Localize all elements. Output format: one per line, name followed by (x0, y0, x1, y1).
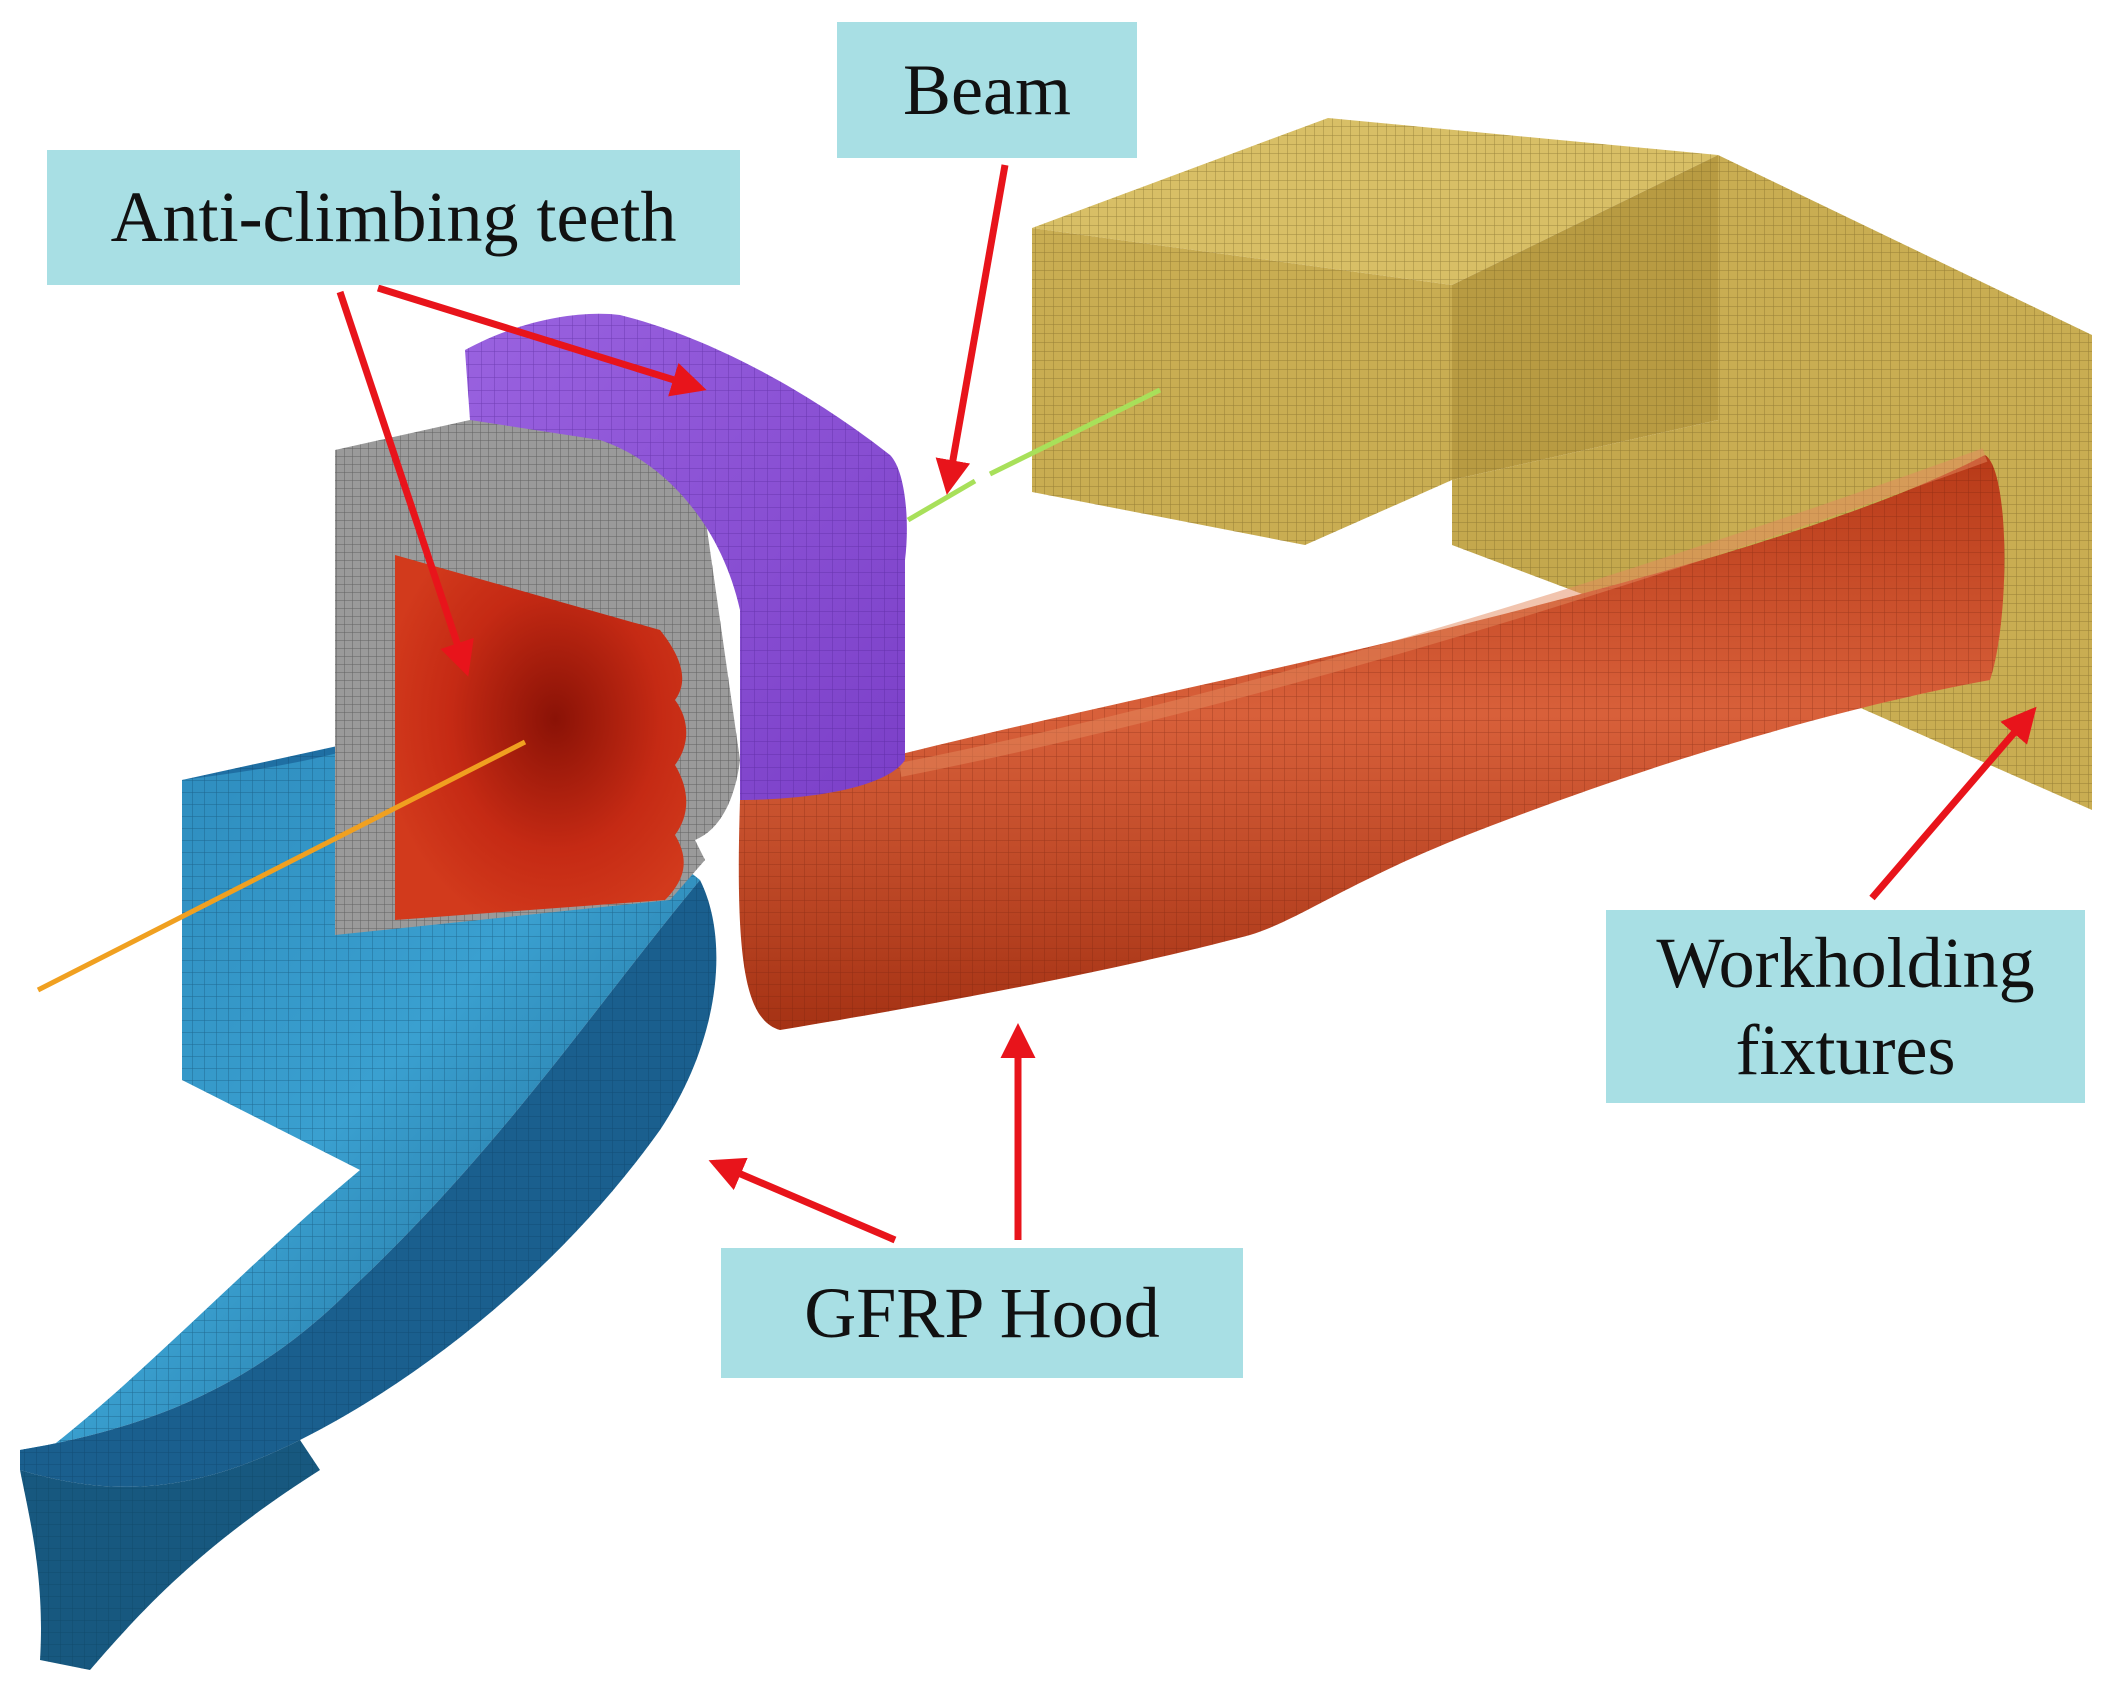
label-anti-climbing-teeth: Anti-climbing teeth (47, 150, 740, 285)
label-gfrp-hood: GFRP Hood (721, 1248, 1243, 1378)
arrow-teeth-to-block (376, 284, 707, 397)
arrow-beam (935, 164, 1009, 495)
impact-rod (36, 739, 527, 993)
arrow-hood-to-shell (708, 1157, 897, 1244)
label-beam-text: Beam (903, 49, 1071, 130)
arrow-fixture (1869, 706, 2037, 901)
label-workholding-fixtures: Workholding fixtures (1606, 910, 2085, 1103)
label-workholding-line2: fixtures (1735, 1009, 1956, 1090)
crash-tube (738, 448, 2005, 1030)
label-anti-climbing-teeth-text: Anti-climbing teeth (110, 177, 677, 258)
arrows (336, 164, 2037, 1244)
label-gfrp-hood-text: GFRP Hood (804, 1272, 1160, 1353)
label-workholding-line1: Workholding (1656, 923, 2035, 1004)
anti-climber-block (465, 313, 907, 800)
label-beam: Beam (837, 22, 1137, 158)
arrow-teeth-to-plate (336, 290, 474, 677)
